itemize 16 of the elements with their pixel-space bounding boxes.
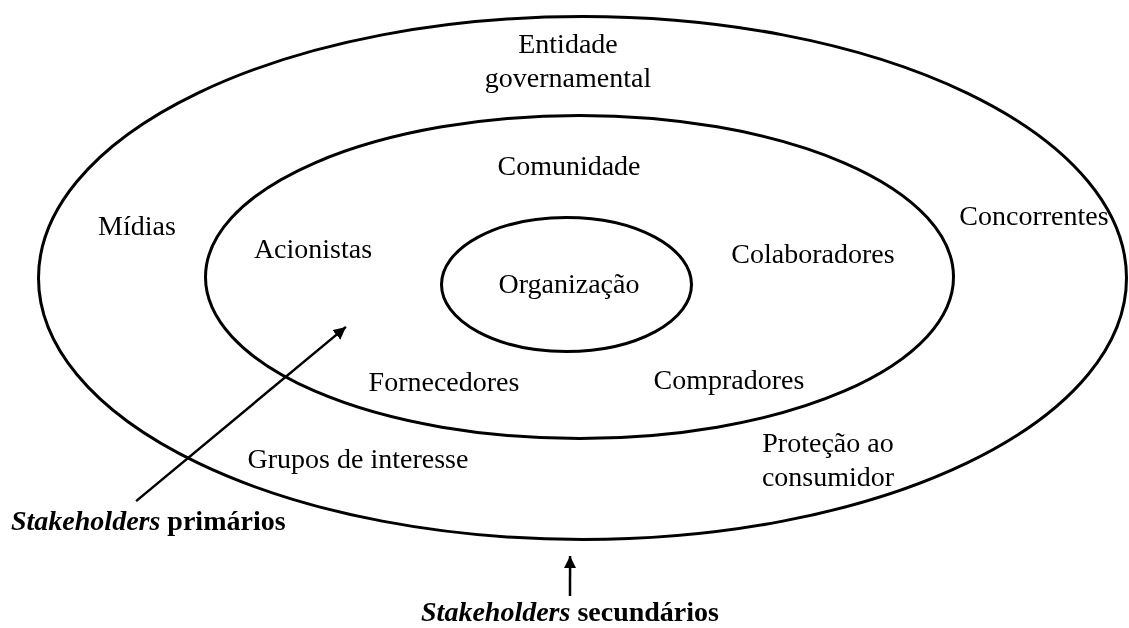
stakeholder-label: Mídias — [97, 209, 177, 243]
arrow — [135, 325, 347, 503]
stakeholder-label: Concorrentes — [958, 199, 1110, 233]
inner-ellipse — [440, 216, 693, 353]
stakeholder-label: Proteção ao consumidor — [760, 426, 896, 494]
stakeholder-label: Fornecedores — [367, 365, 521, 399]
group-caption: Stakeholders secundários — [420, 596, 720, 628]
stakeholder-label: Comunidade — [496, 149, 642, 183]
stakeholder-label: Entidade governamental — [483, 27, 653, 95]
stakeholder-label: Compradores — [652, 363, 806, 397]
arrow — [563, 556, 577, 596]
stakeholder-label: Organização — [497, 267, 641, 301]
stakeholder-label: Grupos de interesse — [246, 442, 470, 476]
group-caption: Stakeholders primários — [11, 505, 287, 537]
stakeholder-label: Colaboradores — [730, 237, 896, 271]
stakeholder-label: Acionistas — [252, 232, 374, 266]
